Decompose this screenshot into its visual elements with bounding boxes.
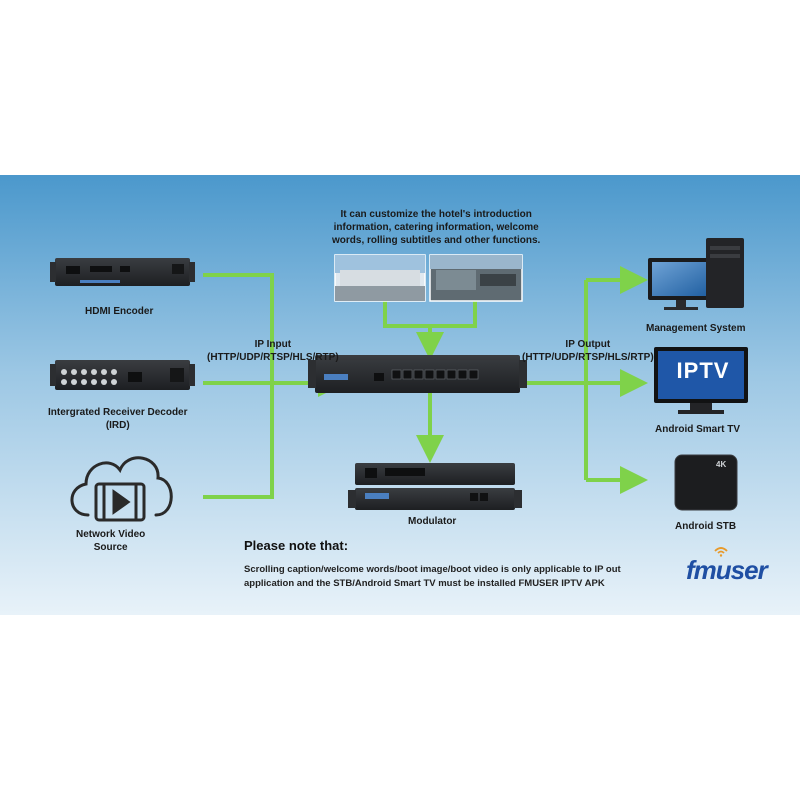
hdmi-encoder-label: HDMI Encoder <box>85 306 154 317</box>
network-video-source-label: Network Video Source <box>76 529 146 553</box>
ird-device <box>50 360 195 390</box>
management-system-label: Management System <box>646 323 746 334</box>
images-bracket-line <box>383 301 477 328</box>
iptv-gateway-device <box>308 355 527 393</box>
hdmi-encoder-device <box>50 258 195 286</box>
android-smart-tv-label: Android Smart TV <box>655 424 741 435</box>
iptv-screen-text: IPTV <box>676 358 730 383</box>
modulator-device <box>348 463 522 510</box>
output-connectors <box>520 266 648 494</box>
customize-note-label: It can customize the hotel's introductio… <box>332 209 541 246</box>
smart-tv-icon <box>654 347 748 414</box>
note-title: Please note that: <box>244 538 349 553</box>
ip-output-label: IP Output (HTTP/UDP/RTSP/HLS/RTP) <box>522 339 654 363</box>
custom-content-images <box>334 254 523 302</box>
wifi-icon <box>714 547 728 557</box>
stb-4k-badge: 4K <box>716 460 727 469</box>
android-stb-label: Android STB <box>675 521 737 532</box>
input-bus-line <box>203 273 274 499</box>
android-stb-icon <box>674 454 738 511</box>
ird-label: Intergrated Receiver Decoder (IRD) <box>48 407 188 431</box>
management-pc-icon <box>648 238 744 310</box>
fmuser-logo: fmuser <box>686 555 768 585</box>
custom-content-connectors <box>383 301 477 463</box>
modulator-label: Modulator <box>408 516 457 527</box>
note-body: Scrolling caption/welcome words/boot ima… <box>244 564 621 589</box>
ip-input-label: IP Input (HTTP/UDP/RTSP/HLS/RTP) <box>207 339 339 363</box>
cloud-video-icon <box>70 456 173 522</box>
